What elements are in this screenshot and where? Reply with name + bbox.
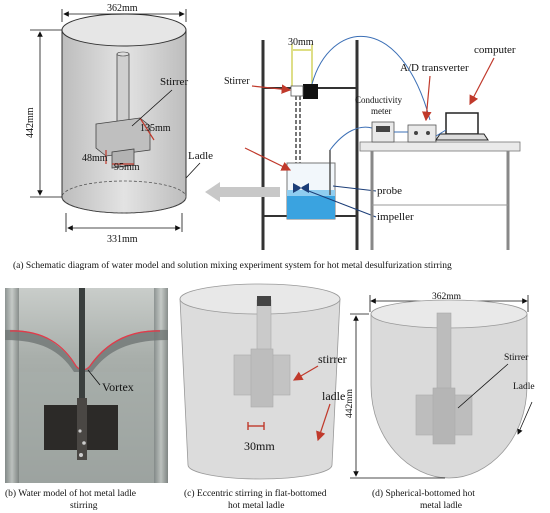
label-ladle-d: Ladle <box>513 382 535 392</box>
label-vortex: Vortex <box>102 380 134 394</box>
dim-442mm: 442mm <box>25 107 36 138</box>
panel-b-photo: Vortex <box>5 288 168 483</box>
vortex-surface <box>5 329 168 372</box>
rig-impeller <box>293 183 309 193</box>
label-probe: probe <box>377 185 402 197</box>
ladle-bottom-rim <box>61 180 187 214</box>
label-stirrer-d: Stirrer <box>504 353 529 363</box>
dim-362mm: 362mm <box>107 3 138 14</box>
panel-a-experiment-rig: 30mm Stirrer probe impeller <box>205 36 521 250</box>
dim-95mm: 95mm <box>114 162 140 173</box>
label-meter: meter <box>371 106 392 116</box>
label-stirrer: Stirrer <box>160 76 188 88</box>
ad-transverter <box>407 124 437 143</box>
lab-table <box>359 141 521 152</box>
label-computer: computer <box>474 44 516 56</box>
dim-48mm: 48mm <box>82 153 108 164</box>
caption-d-line2: metal ladle <box>420 501 462 511</box>
label-stirrer-c: stirrer <box>318 352 347 366</box>
dim-135mm: 135mm <box>140 123 171 134</box>
label-conductivity: Conductivity <box>355 95 402 105</box>
panel-c-flat-bottom-ladle: 30mm stirrer ladle <box>179 283 347 480</box>
ladle-top-rim <box>61 13 187 47</box>
caption-c-line1: (c) Eccentric stirring in flat-bottomed <box>184 488 327 499</box>
dim-442mm-d: 442mm <box>345 388 355 418</box>
caption-a: (a) Schematic diagram of water model and… <box>13 260 452 271</box>
dim-30mm-rig: 30mm <box>288 37 314 48</box>
spherical-ladle-shaft <box>436 312 452 392</box>
signal-cable <box>311 36 431 121</box>
label-stirrer-rig: Stirrer <box>224 76 250 87</box>
caption-c-line2: hot metal ladle <box>228 501 284 511</box>
dim-331mm: 331mm <box>107 234 138 245</box>
dim-30mm-c: 30mm <box>244 439 275 453</box>
photo-shaft <box>79 288 85 408</box>
label-ladle-c: ladle <box>322 389 345 403</box>
flow-arrow <box>205 182 280 202</box>
caption-b-line1: (b) Water model of hot metal ladle <box>5 488 136 499</box>
motor <box>303 84 318 99</box>
water <box>287 196 335 219</box>
label-impeller: impeller <box>377 211 414 223</box>
label-ladle: Ladle <box>188 150 213 162</box>
caption-d-line1: (d) Spherical-bottomed hot <box>372 488 475 499</box>
panel-d-spherical-ladle: 362mm 442mm Stirrer Ladle <box>345 292 535 479</box>
laptop <box>445 112 479 135</box>
caption-b-line2: stirring <box>70 501 98 511</box>
stirrer-shaft <box>116 53 130 125</box>
label-ad-transverter: A/D transverter <box>400 62 469 74</box>
dim-362mm-d: 362mm <box>432 292 462 302</box>
panel-a-ladle-schematic: 135mm 48mm 95mm 362mm 442mm 331mm Stirre… <box>25 3 213 245</box>
